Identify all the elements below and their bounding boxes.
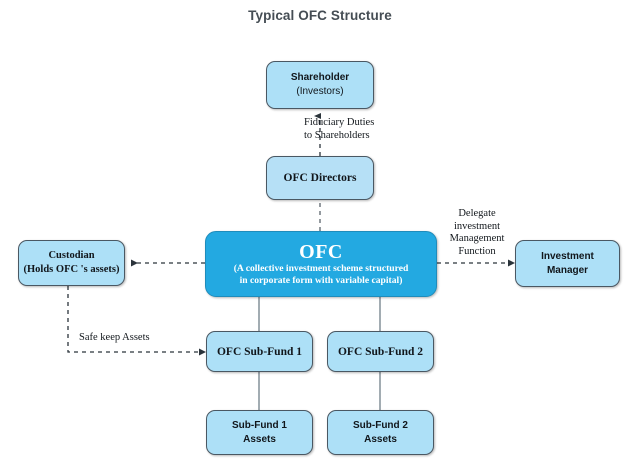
node-ofc-description-line2: in corporate form with variable capital) xyxy=(239,275,403,286)
node-ofc[interactable]: OFC (A collective investment scheme stru… xyxy=(205,231,437,297)
node-sub-fund-1-assets-line2: Assets xyxy=(243,433,276,445)
node-shareholder-subtitle: (Investors) xyxy=(296,86,344,97)
edge-label-delegate-investment-management: Delegate investment Management Function xyxy=(449,208,505,257)
node-sub-fund-1-assets[interactable]: Sub-Fund 1 Assets xyxy=(206,410,313,455)
node-ofc-sub-fund-2[interactable]: OFC Sub-Fund 2 xyxy=(327,331,434,372)
node-sub-fund-2-assets-line1: Sub-Fund 2 xyxy=(353,419,408,431)
node-ofc-description-line1: (A collective investment scheme structur… xyxy=(233,262,409,274)
edge-custodian-to-subfund1 xyxy=(67,286,206,356)
node-ofc-sub-fund-1[interactable]: OFC Sub-Fund 1 xyxy=(206,331,313,372)
node-investment-manager-line1: Investment xyxy=(541,250,594,262)
node-sub-fund-2-assets[interactable]: Sub-Fund 2 Assets xyxy=(327,410,434,455)
node-sub-fund-1-assets-line1: Sub-Fund 1 xyxy=(232,419,287,431)
node-ofc-sub-fund-2-label: OFC Sub-Fund 2 xyxy=(337,345,423,358)
node-custodian[interactable]: Custodian (Holds OFC 's assets) xyxy=(18,240,125,286)
page-title: Typical OFC Structure xyxy=(248,8,392,23)
node-ofc-directors-label: OFC Directors xyxy=(283,172,357,184)
node-ofc-title: OFC xyxy=(299,240,343,263)
node-sub-fund-2-assets-line2: Assets xyxy=(364,433,397,445)
node-investment-manager[interactable]: Investment Manager xyxy=(515,240,620,287)
edge-label-safe-keep-assets: Safe keep Assets xyxy=(79,332,150,343)
node-custodian-subtitle: (Holds OFC 's assets) xyxy=(23,264,120,275)
node-shareholder-title: Shareholder xyxy=(290,72,350,83)
node-ofc-directors[interactable]: OFC Directors xyxy=(266,156,374,200)
node-investment-manager-line2: Manager xyxy=(546,264,589,276)
node-ofc-sub-fund-1-label: OFC Sub-Fund 1 xyxy=(216,345,302,358)
node-shareholder[interactable]: Shareholder (Investors) xyxy=(266,61,374,109)
node-custodian-title: Custodian xyxy=(48,250,95,261)
edge-label-fiduciary-duties: Fiduciary Duties to Shareholders xyxy=(304,117,375,141)
